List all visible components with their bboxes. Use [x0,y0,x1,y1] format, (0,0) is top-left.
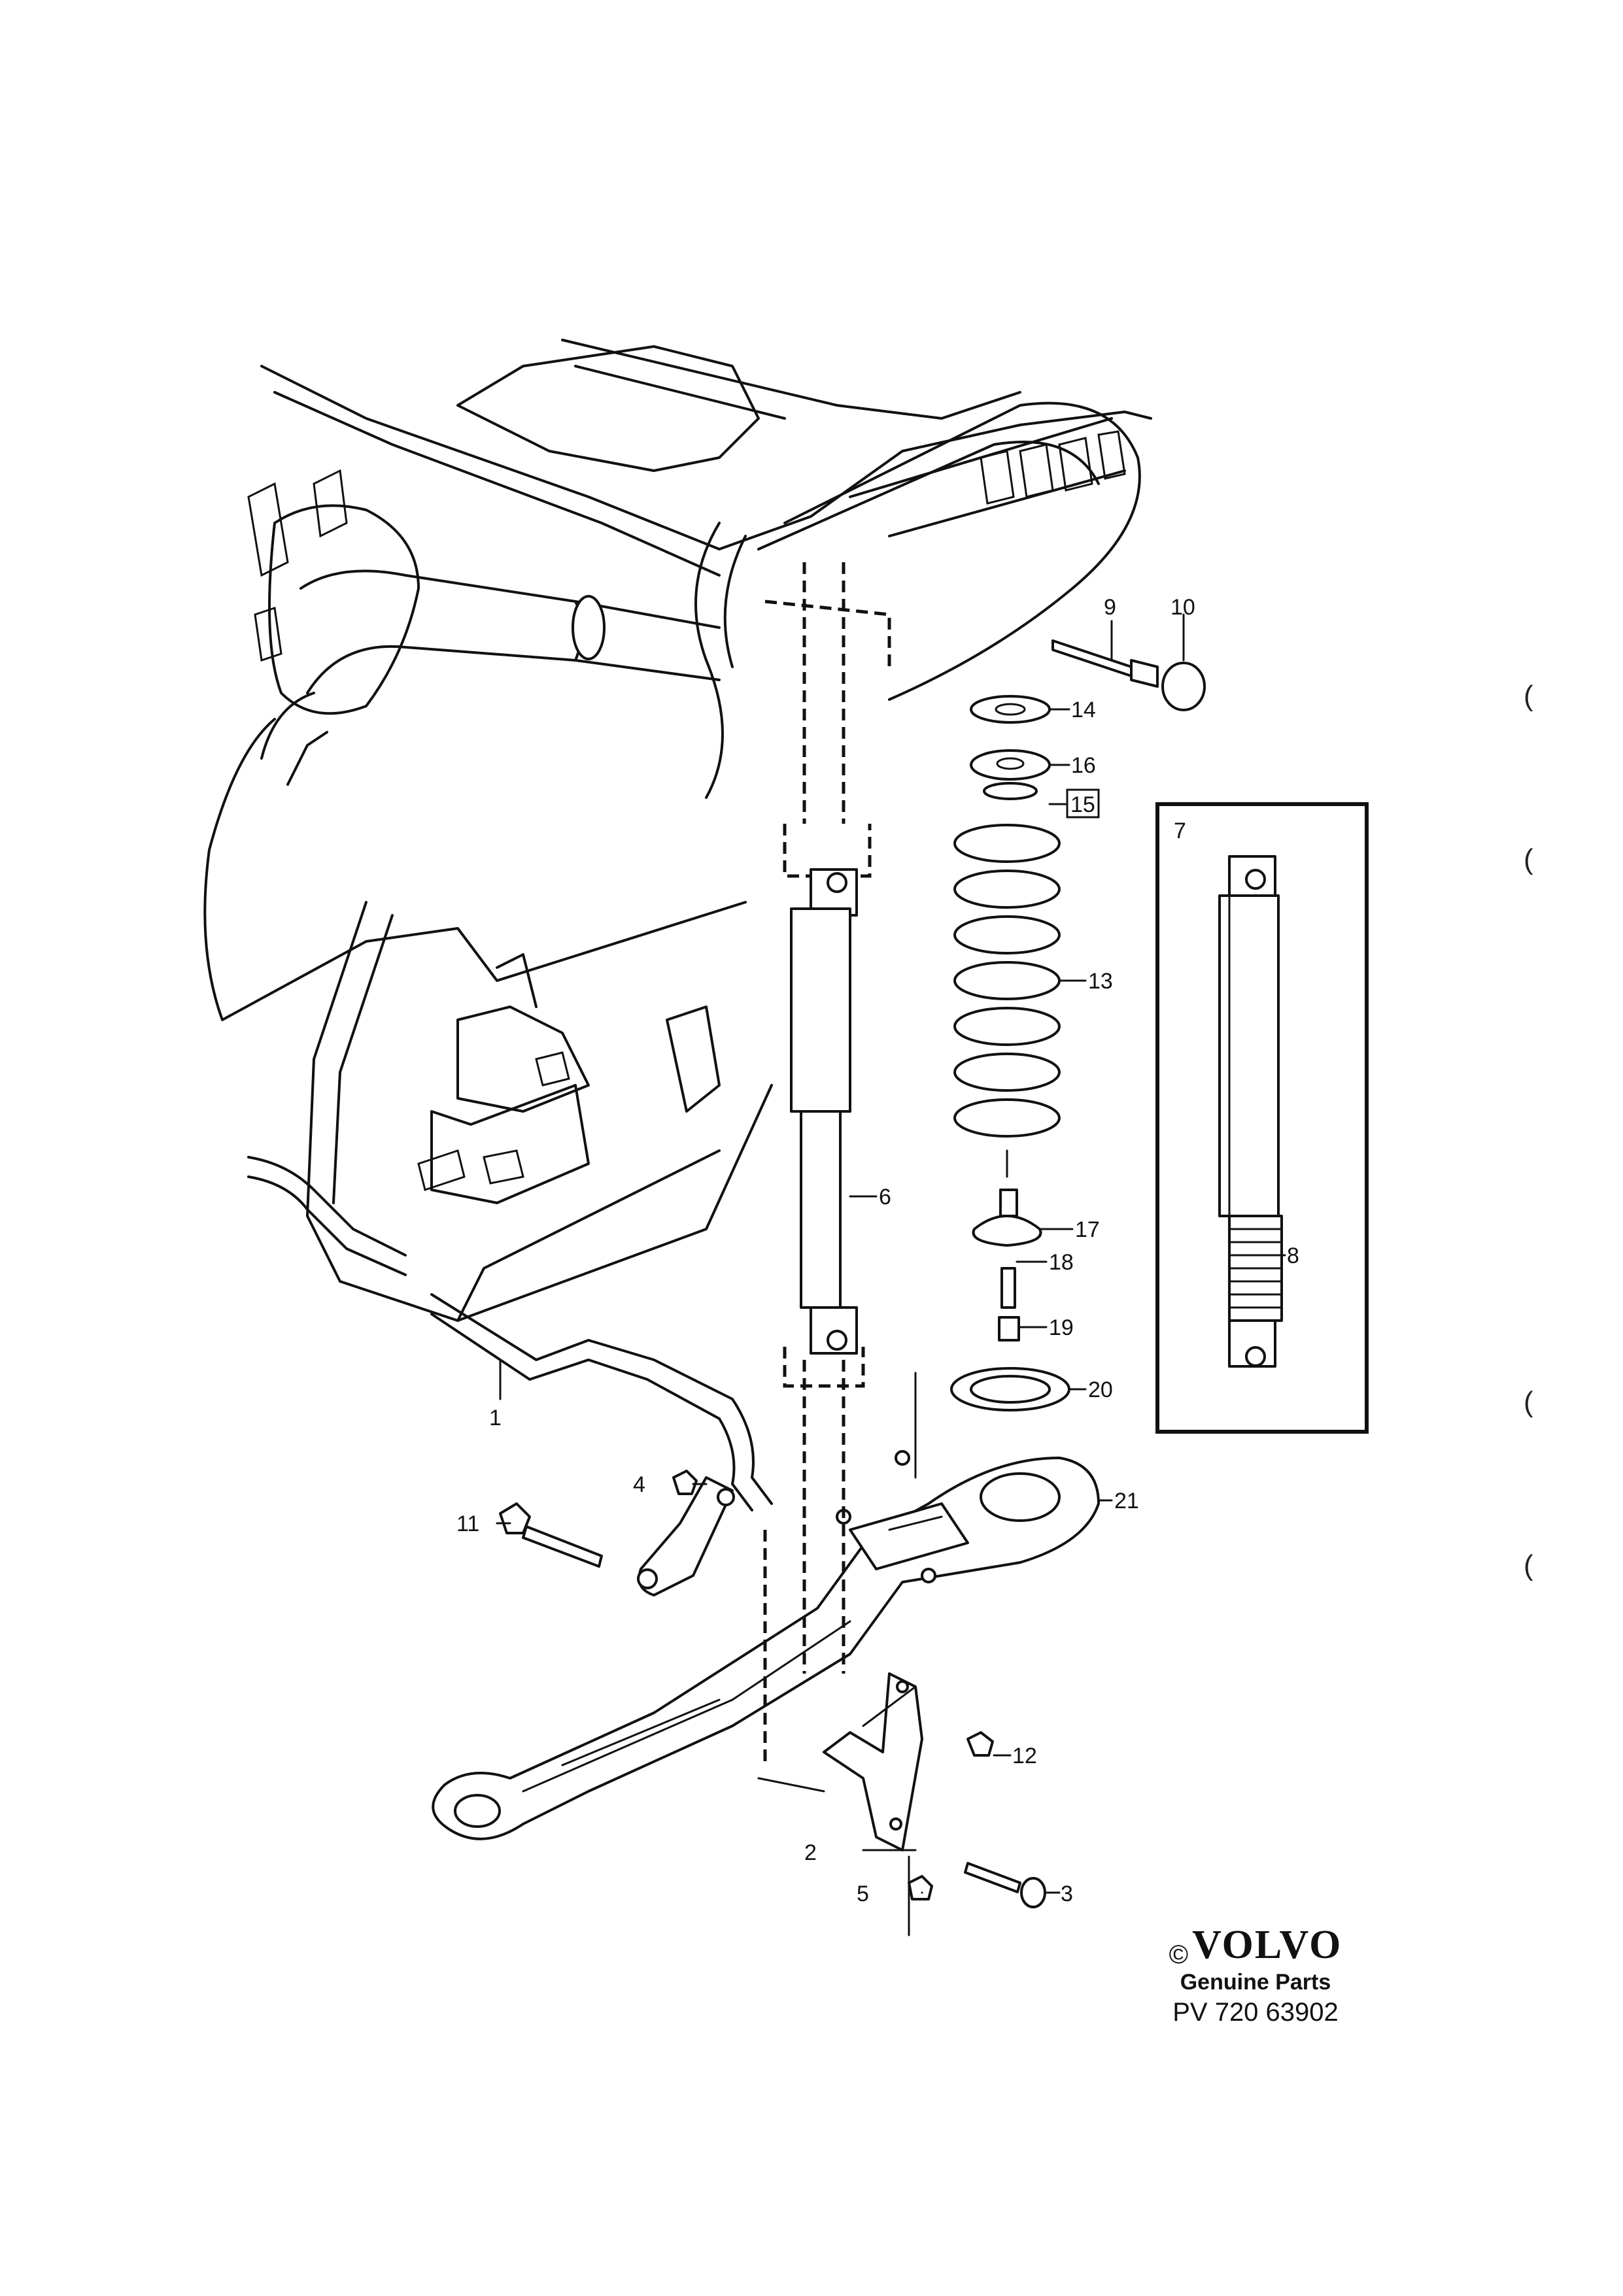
callout-10: 10 [1170,595,1195,620]
callout-16: 16 [1071,753,1096,778]
lower-spring-parts [950,1189,1070,1411]
brand-logo-line: ©VOLVO [1157,1922,1354,1970]
copyright-mark: © [1169,1940,1189,1970]
inset-box [1155,802,1369,1434]
bracket [757,1672,923,1936]
callout-7: 7 [1174,819,1186,843]
callout-11: 11 [456,1511,479,1536]
fasteners [499,1470,1046,1908]
stabilizer-bar [430,1293,773,1511]
callout-3: 3 [1061,1882,1073,1906]
callout-12: 12 [1012,1744,1037,1768]
callout-14: 14 [1071,698,1096,722]
diagram-reference: PV 720 63902 [1172,1998,1339,2027]
upper-mount-parts [970,639,1206,800]
callout-17: 17 [1075,1217,1100,1242]
callout-2: 2 [804,1840,817,1865]
brand-subtitle: Genuine Parts [1180,1970,1331,1995]
leader-lines [496,613,1286,1894]
callout-6: 6 [879,1185,891,1209]
callout-5: 5 [857,1882,869,1906]
vehicle-body-outline [203,339,1152,1322]
trailing-arm [432,1347,1100,1840]
callout-1: 1 [489,1406,502,1430]
callout-20: 20 [1088,1377,1113,1402]
callout-labels: 1 2 3 4 5 6 7 8 9 10 11 12 13 14 15 16 1… [456,595,1299,1906]
callout-19: 19 [1049,1315,1074,1340]
margin-mark: ( [1524,1386,1533,1418]
margin-mark: ( [1524,1549,1533,1581]
margin-mark: ( [1524,680,1533,712]
callout-13: 13 [1088,969,1113,994]
coil-spring [953,824,1061,1178]
callout-8: 8 [1287,1243,1299,1268]
volvo-logo: VOLVO [1192,1923,1342,1967]
callout-21: 21 [1114,1489,1139,1513]
shock-absorber [790,868,858,1355]
callout-18: 18 [1049,1250,1074,1275]
link-arm [637,1476,735,1596]
callout-15: 15 [1070,792,1095,817]
callout-4: 4 [633,1472,645,1497]
brand-block: ©VOLVO Genuine Parts PV 720 63902 [1157,1922,1354,2027]
callout-9: 9 [1104,595,1116,620]
inset-shock-absorber [1218,855,1283,1368]
callout-15-box: 15 [1066,788,1100,819]
margin-mark: ( [1524,843,1533,875]
